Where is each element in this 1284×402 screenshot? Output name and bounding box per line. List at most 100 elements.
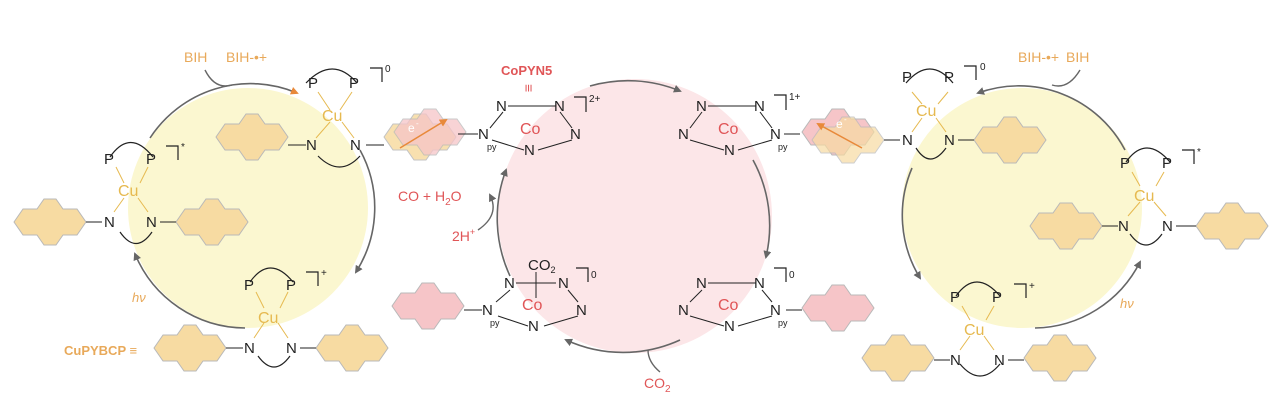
- svg-text:N: N: [678, 126, 689, 143]
- svg-text:e: e: [836, 117, 843, 131]
- svg-text:Cu: Cu: [322, 108, 342, 125]
- bih-left-label: BIH: [184, 49, 207, 65]
- svg-text:N: N: [678, 302, 689, 319]
- cu-complex-bottom-left: P P Cu N N +: [153, 267, 389, 372]
- svg-text:Cu: Cu: [118, 183, 138, 200]
- svg-text:py: py: [487, 142, 497, 152]
- svg-text:1+: 1+: [789, 92, 801, 103]
- co2-substrate-label: CO2: [644, 375, 671, 395]
- cu-complex-top-left: P P Cu N N 0: [215, 64, 457, 168]
- hv-left-label: hν: [132, 290, 146, 305]
- svg-text:0: 0: [789, 270, 795, 281]
- svg-text:N: N: [482, 302, 493, 319]
- svg-text:P: P: [992, 289, 1002, 306]
- svg-text:Co: Co: [718, 297, 739, 314]
- copyn5-label: CoPYN5: [501, 63, 552, 78]
- cu-complex-excited-right: P P Cu N N *: [1029, 147, 1269, 250]
- co-h2o-label: CO + H2O: [398, 188, 462, 208]
- svg-text:Co: Co: [520, 121, 541, 138]
- svg-text:0: 0: [980, 62, 986, 73]
- svg-text:N: N: [528, 318, 539, 335]
- svg-text:N: N: [902, 132, 913, 149]
- svg-text:-: -: [844, 115, 847, 124]
- svg-text:P: P: [104, 151, 114, 168]
- svg-text:Cu: Cu: [916, 103, 936, 120]
- cu-complex-excited-left: P P Cu N N *: [13, 141, 249, 246]
- co-cycle-arrows: [496, 79, 772, 354]
- svg-text:P: P: [308, 75, 318, 92]
- svg-text:N: N: [524, 142, 535, 159]
- svg-text:P: P: [1120, 155, 1130, 172]
- svg-text:N: N: [754, 98, 765, 115]
- two-h-plus-label: 2H+: [452, 227, 475, 244]
- reagent-arrows: [204, 69, 1081, 373]
- svg-text:-: -: [416, 119, 419, 128]
- cu-cycle-right-background: [902, 88, 1142, 328]
- copyn5-equiv: ≡: [521, 84, 537, 92]
- svg-text:N: N: [1162, 218, 1173, 235]
- svg-text:N: N: [504, 275, 515, 292]
- svg-text:N: N: [770, 126, 781, 143]
- svg-text:N: N: [724, 318, 735, 335]
- co-complex-bottom-right: N N N N N Co py 0: [678, 267, 875, 335]
- bih-radical-left-label: BIH-•+: [226, 49, 267, 65]
- svg-text:+: +: [1029, 281, 1035, 292]
- svg-text:2+: 2+: [589, 94, 601, 105]
- svg-text:N: N: [570, 126, 581, 143]
- co-cycle-background: [498, 79, 772, 353]
- cupybcp-label: CuPYBCP ≡: [64, 343, 137, 358]
- svg-text:P: P: [902, 69, 912, 86]
- svg-text:N: N: [950, 352, 961, 369]
- svg-text:N: N: [558, 275, 569, 292]
- svg-text:N: N: [146, 214, 157, 231]
- svg-text:N: N: [286, 340, 297, 357]
- svg-text:N: N: [576, 302, 587, 319]
- svg-text:N: N: [754, 275, 765, 292]
- electron-transfer-right: e -: [801, 108, 885, 164]
- cu-cycle-left-background: [128, 88, 368, 328]
- svg-text:py: py: [778, 318, 788, 328]
- svg-text:+: +: [321, 268, 327, 279]
- svg-text:N: N: [944, 132, 955, 149]
- svg-text:Cu: Cu: [258, 310, 278, 327]
- svg-text:N: N: [1118, 218, 1129, 235]
- svg-text:*: *: [1197, 147, 1201, 158]
- svg-text:P: P: [1162, 155, 1172, 172]
- svg-text:P: P: [244, 277, 254, 294]
- svg-text:N: N: [994, 352, 1005, 369]
- svg-text:P: P: [286, 277, 296, 294]
- svg-text:N: N: [724, 142, 735, 159]
- svg-text:N: N: [104, 214, 115, 231]
- svg-text:N: N: [350, 137, 361, 154]
- svg-text:N: N: [696, 275, 707, 292]
- svg-text:0: 0: [591, 270, 597, 281]
- co-complex-top-right: N N N N N Co py 1+: [678, 92, 801, 159]
- svg-text:e: e: [408, 121, 415, 135]
- svg-text:*: *: [181, 142, 185, 153]
- svg-text:0: 0: [385, 64, 391, 75]
- svg-text:py: py: [778, 142, 788, 152]
- svg-text:N: N: [478, 126, 489, 143]
- bih-radical-right-label: BIH-•+: [1018, 49, 1059, 65]
- svg-text:P: P: [950, 289, 960, 306]
- svg-text:Co: Co: [522, 297, 543, 314]
- cu-complex-top-right: P P Cu N N 0: [884, 62, 1047, 164]
- svg-text:N: N: [306, 137, 317, 154]
- svg-text:py: py: [490, 318, 500, 328]
- svg-text:N: N: [554, 98, 565, 115]
- svg-text:CO2: CO2: [528, 257, 556, 275]
- hv-right-label: hν: [1120, 296, 1134, 311]
- cu-complex-bottom-right: P P Cu N N +: [861, 281, 1097, 382]
- bih-right-label: BIH: [1066, 49, 1089, 65]
- svg-text:Cu: Cu: [1134, 188, 1154, 205]
- svg-text:N: N: [696, 98, 707, 115]
- cu-cycle-right-arrows: [901, 85, 1141, 329]
- svg-text:Cu: Cu: [964, 322, 984, 339]
- svg-text:N: N: [244, 340, 255, 357]
- co-complex-bottom-left: N N N N N Co py CO2 0: [391, 257, 597, 335]
- svg-text:Co: Co: [718, 121, 739, 138]
- svg-text:P: P: [944, 69, 954, 86]
- cu-cycle-left-arrows: [133, 82, 376, 329]
- co-complex-top-left: N N N N N Co py 2+: [458, 94, 601, 159]
